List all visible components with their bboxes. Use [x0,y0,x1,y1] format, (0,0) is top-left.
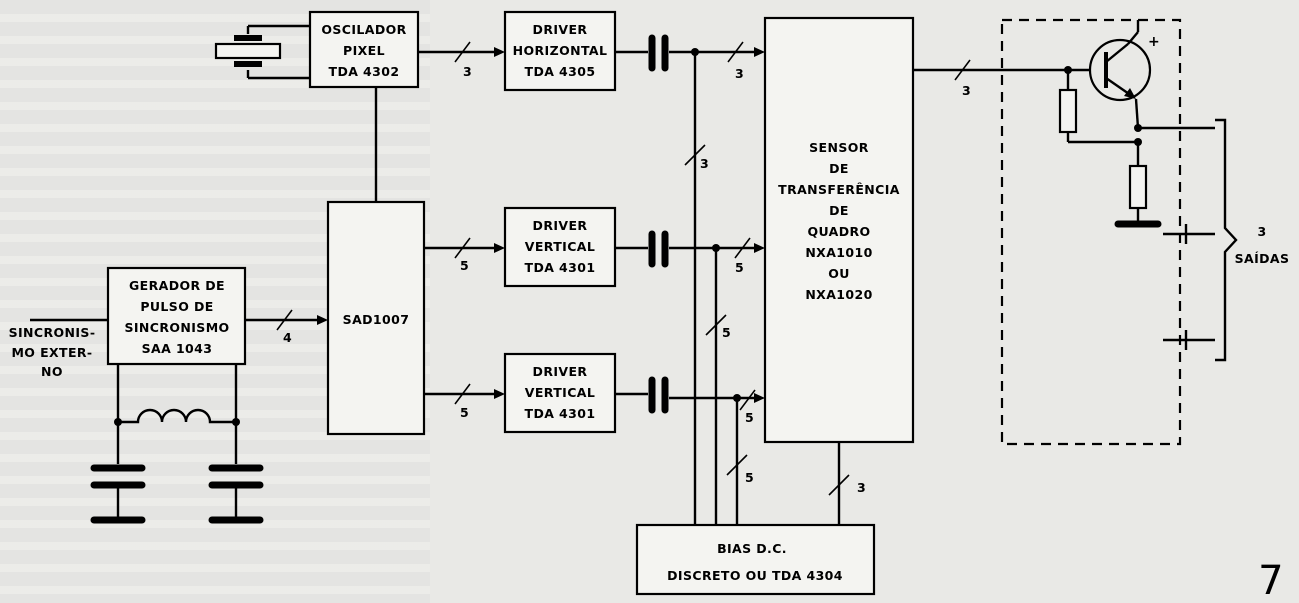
sensor-box [763,16,915,444]
svg-text:GERADOR DE: GERADOR DE [129,278,225,293]
svg-text:SAÍDAS: SAÍDAS [1235,251,1290,266]
bus-label: 5 [735,260,744,275]
bus-label: 3 [857,480,866,495]
svg-text:SINCRONISMO: SINCRONISMO [124,320,229,335]
gerador-label: GERADOR DE PULSO DE SINCRONISMO SAA 1043 [124,278,229,356]
svg-text:TRANSFERÊNCIA: TRANSFERÊNCIA [778,182,900,197]
svg-text:VERTICAL: VERTICAL [525,239,595,254]
bus-label: 3 [735,66,744,81]
svg-text:SENSOR: SENSOR [809,140,869,155]
svg-text:SINCRONIS-: SINCRONIS- [9,325,96,340]
bus-label: 3 [962,83,971,98]
svg-text:TDA 4301: TDA 4301 [525,406,596,421]
gerador-box [106,266,247,366]
transistor-icon: + [1088,20,1160,102]
svg-text:OSCILADOR: OSCILADOR [321,22,406,37]
driver-horizontal-label: DRIVER HORIZONTAL TDA 4305 [513,22,608,79]
svg-text:HORIZONTAL: HORIZONTAL [513,43,608,58]
svg-text:NO: NO [41,364,63,379]
driver-vertical-1-label: DRIVER VERTICAL TDA 4301 [525,218,596,275]
bus-label: 5 [460,405,469,420]
bus-label: 3 [463,64,472,79]
svg-text:DRIVER: DRIVER [533,218,588,233]
oscilador-box [308,10,420,89]
svg-text:NXA1010: NXA1010 [805,245,872,260]
sensor-label: SENSOR DE TRANSFERÊNCIA DE QUADRO NXA101… [778,140,900,302]
driver-vertical-2-box [503,352,617,434]
bus-label: 5 [745,410,754,425]
driver-horizontal-box [503,10,617,92]
bus-label: 3 [700,156,709,171]
sync-input-label: SINCRONIS- MO EXTER- NO [9,325,96,379]
svg-text:SAA 1043: SAA 1043 [142,341,213,356]
output-bracket [1215,118,1238,362]
svg-text:TDA 4301: TDA 4301 [525,260,596,275]
bus-label: 5 [722,325,731,340]
bus-label: 5 [745,470,754,485]
svg-text:+: + [1148,34,1160,50]
output-stage-border [1000,18,1182,446]
driver-vertical-2-label: DRIVER VERTICAL TDA 4301 [525,364,596,421]
svg-text:DE: DE [829,203,849,218]
svg-text:OU: OU [828,266,850,281]
svg-text:BIAS D.C.: BIAS D.C. [717,541,787,556]
sad1007-box [326,200,426,436]
oscilador-label: OSCILADOR PIXEL TDA 4302 [321,22,406,79]
sad1007-label: SAD1007 [343,312,410,327]
lc-filter [90,364,264,524]
bias-label: BIAS D.C. DISCRETO OU TDA 4304 [667,541,843,583]
bus-label: 4 [283,330,292,345]
svg-text:DRIVER: DRIVER [533,364,588,379]
svg-text:NXA1020: NXA1020 [805,287,872,302]
crystal-icon [214,24,310,80]
bus-width-labels: 3 3 3 5 5 5 5 4 5 5 3 3 [283,64,971,495]
svg-text:3: 3 [1257,224,1266,239]
svg-text:MO EXTER-: MO EXTER- [11,345,92,360]
bias-box [635,523,876,596]
inductor-icon [118,408,236,424]
driver-vertical-1-box [503,206,617,288]
outputs-label: 3 SAÍDAS [1235,224,1290,266]
svg-text:DRIVER: DRIVER [533,22,588,37]
resistor-icon [1058,88,1078,134]
svg-text:VERTICAL: VERTICAL [525,385,595,400]
svg-text:QUADRO: QUADRO [807,224,870,239]
svg-text:TDA 4305: TDA 4305 [525,64,596,79]
svg-text:TDA 4302: TDA 4302 [329,64,400,79]
svg-text:DISCRETO OU TDA 4304: DISCRETO OU TDA 4304 [667,568,843,583]
bus-label: 5 [460,258,469,273]
page-number: 7 [1258,558,1284,603]
svg-text:DE: DE [829,161,849,176]
svg-text:PULSO DE: PULSO DE [140,299,213,314]
svg-text:PIXEL: PIXEL [343,43,385,58]
